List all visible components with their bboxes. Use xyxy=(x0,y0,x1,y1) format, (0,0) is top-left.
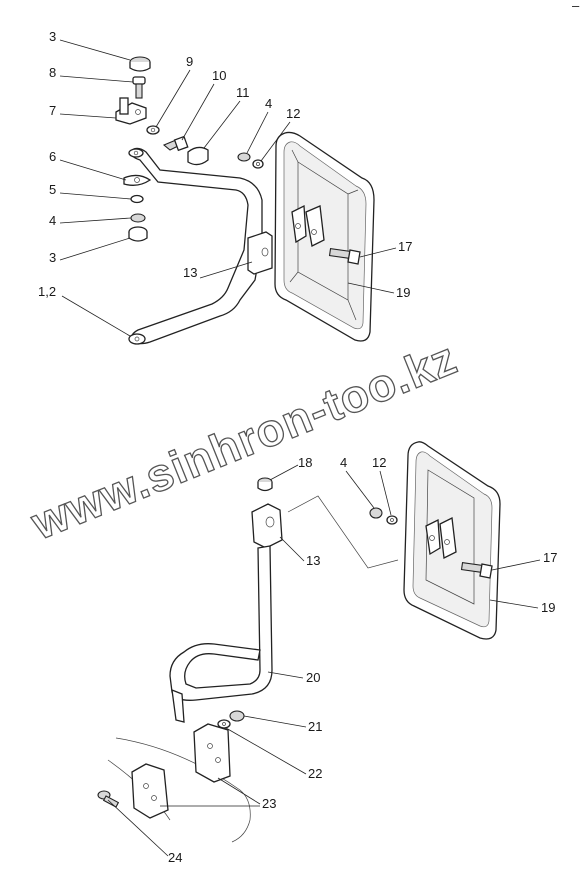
lower-fasteners xyxy=(369,507,398,525)
label-17b: 17 xyxy=(543,550,557,565)
upper-labels: 3 8 7 6 5 4 3 1,2 9 10 11 4 12 xyxy=(38,29,412,337)
label-10: 10 xyxy=(212,68,226,83)
label-22: 22 xyxy=(308,766,322,781)
label-13b: 13 xyxy=(306,553,320,568)
body-panel-outline xyxy=(115,737,251,843)
label-12: 12 xyxy=(286,106,300,121)
label-9: 9 xyxy=(186,54,193,69)
assembly-link-line xyxy=(287,495,399,569)
label-3b: 3 xyxy=(49,250,56,265)
label-6: 6 xyxy=(49,149,56,164)
label-13: 13 xyxy=(183,265,197,280)
lower-clamp xyxy=(251,503,283,549)
label-7: 7 xyxy=(49,103,56,118)
label-23: 23 xyxy=(262,796,276,811)
label-4c: 4 xyxy=(340,455,347,470)
label-5: 5 xyxy=(49,182,56,197)
brackets-23 xyxy=(107,723,251,843)
lower-labels: 18 4 12 13 17 19 20 21 22 23 24 xyxy=(107,455,557,865)
label-19b: 19 xyxy=(541,600,555,615)
label-12b: 12 xyxy=(372,455,386,470)
cap-part xyxy=(129,56,151,72)
upper-mirror xyxy=(274,131,375,342)
label-4b: 4 xyxy=(265,96,272,111)
cap-18 xyxy=(257,477,273,492)
label-8: 8 xyxy=(49,65,56,80)
lower-mirror xyxy=(403,441,501,640)
label-1-2: 1,2 xyxy=(38,284,56,299)
bolt-part xyxy=(132,76,146,99)
label-24: 24 xyxy=(168,850,182,865)
label-19: 19 xyxy=(396,285,410,300)
bracket-part xyxy=(115,97,147,125)
lower-arm xyxy=(169,545,273,723)
upper-fasteners xyxy=(146,125,264,169)
lower-mirror-assembly: 18 4 12 13 17 19 20 21 22 23 24 xyxy=(97,441,557,865)
label-21: 21 xyxy=(308,719,322,734)
nuts-21-22 xyxy=(217,710,245,729)
label-11: 11 xyxy=(236,85,250,100)
label-4: 4 xyxy=(49,213,56,228)
upper-mirror-arm xyxy=(128,147,273,345)
label-17: 17 xyxy=(398,239,412,254)
corner-mark: – xyxy=(572,0,580,13)
label-3: 3 xyxy=(49,29,56,44)
bolt-24 xyxy=(97,790,120,808)
upper-mirror-assembly: 3 8 7 6 5 4 3 1,2 9 10 11 4 12 xyxy=(38,29,412,345)
watermark-text: www.sinhron-too.kz xyxy=(23,331,464,549)
label-20: 20 xyxy=(306,670,320,685)
label-18: 18 xyxy=(298,455,312,470)
washer-stack xyxy=(123,174,152,242)
